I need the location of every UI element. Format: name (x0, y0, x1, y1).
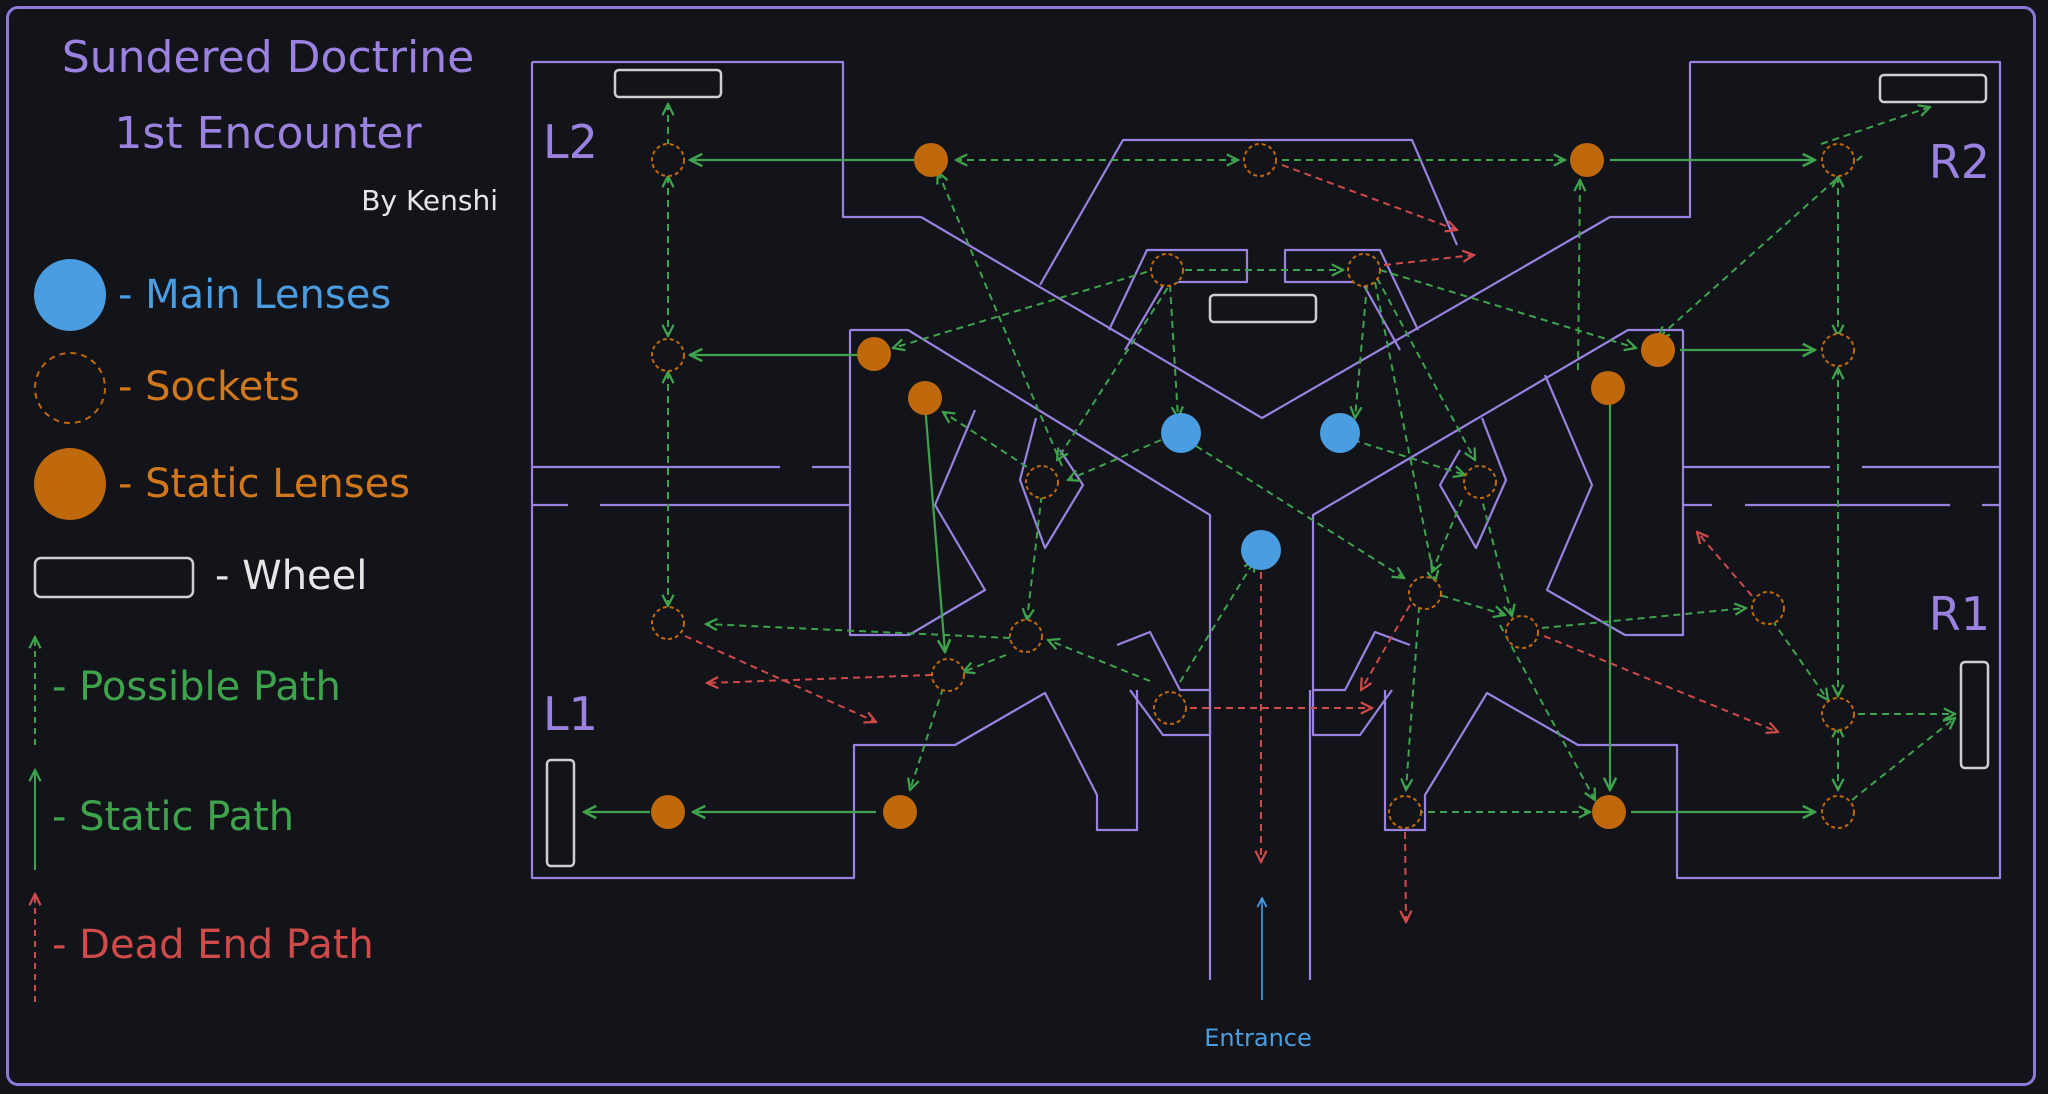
main-lens (1320, 413, 1360, 453)
socket (931, 658, 965, 692)
sockets (651, 143, 1855, 829)
wheel-r2 (1878, 73, 1988, 104)
room-walls (530, 60, 2002, 980)
legend: Sundered Doctrine 1st Encounter By Kensh… (34, 32, 498, 1002)
room-label-l1: L1 (543, 687, 598, 741)
title-line1: Sundered Doctrine (62, 32, 474, 83)
socket-legend-icon (34, 352, 106, 424)
static-lens (1592, 795, 1626, 829)
entrance-label: Entrance (1204, 1024, 1312, 1052)
main-lens (1161, 413, 1201, 453)
socket (1025, 465, 1059, 499)
socket (1153, 691, 1187, 725)
wheels (545, 68, 1990, 868)
static-paths (584, 160, 1815, 812)
socket (1821, 795, 1855, 829)
static-lens (857, 337, 891, 371)
legend-main-lenses: - Main Lenses (118, 272, 391, 318)
socket (1347, 253, 1381, 287)
wheel-l1 (545, 758, 576, 868)
static-lenses (651, 143, 1675, 829)
page-frame (6, 6, 2036, 1086)
static-lens (651, 795, 685, 829)
legend-possible-path: - Possible Path (52, 664, 341, 710)
static-lens-legend-icon (34, 448, 106, 520)
static-lens (883, 795, 917, 829)
wheel-r1 (1959, 660, 1990, 770)
main-lenses (1161, 413, 1360, 570)
socket (651, 606, 685, 640)
room-label-r1: R1 (1929, 587, 1990, 641)
room-label-r2: R2 (1929, 135, 1990, 189)
legend-sockets: - Sockets (118, 364, 300, 410)
possible-paths (668, 104, 1955, 812)
socket (1463, 465, 1497, 499)
wheel-legend-icon (33, 556, 195, 599)
static-lens (908, 381, 942, 415)
static-lens (1591, 371, 1625, 405)
socket (1821, 697, 1855, 731)
room-label-l2: L2 (543, 115, 598, 169)
legend-static-path: - Static Path (52, 794, 294, 840)
socket (1243, 143, 1277, 177)
socket (1751, 591, 1785, 625)
static-lens (914, 143, 948, 177)
main-lens (1241, 530, 1281, 570)
socket (1009, 619, 1043, 653)
socket (1408, 576, 1442, 610)
legend-dead-end-path: - Dead End Path (52, 922, 374, 968)
socket (1388, 795, 1422, 829)
main-lens-legend-icon (34, 259, 106, 331)
legend-wheel: - Wheel (215, 553, 367, 599)
static-lens (1641, 333, 1675, 367)
socket (1821, 333, 1855, 367)
legend-static-lenses: - Static Lenses (118, 461, 410, 507)
socket (1505, 615, 1539, 649)
socket (1150, 253, 1184, 287)
dead-end-paths (684, 164, 1778, 922)
title-line2: 1st Encounter (114, 108, 422, 159)
author-credit: By Kenshi (361, 184, 498, 217)
socket (651, 338, 685, 372)
socket (651, 143, 685, 177)
socket (1821, 143, 1855, 177)
static-lens (1570, 143, 1604, 177)
wheel-center (1208, 293, 1318, 324)
wheel-l2 (613, 68, 723, 99)
